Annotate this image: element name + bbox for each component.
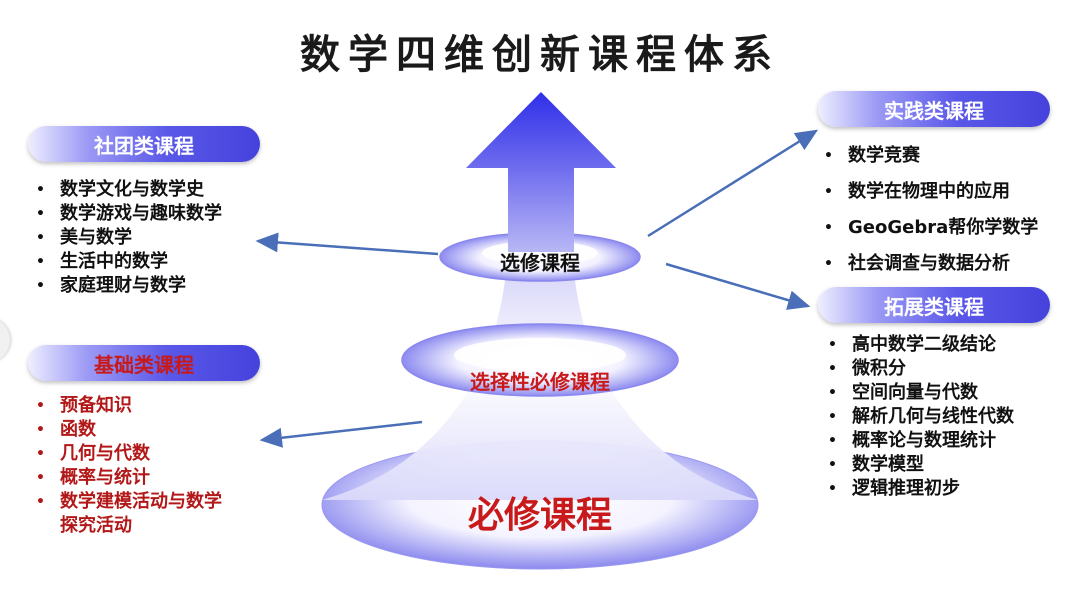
slide-side-handle[interactable] (0, 318, 10, 362)
foundation-courses-heading-text: 基础类课程 (94, 352, 194, 377)
stage-selective-required-label: 选择性必修课程 (470, 370, 610, 394)
list-item: 空间向量与代数 (824, 381, 1014, 405)
extension-courses-heading: 拓展类课程 (818, 287, 1050, 323)
practice-courses-list: 数学竞赛 数学在物理中的应用 GeoGebra帮你学数学 社会调查与数据分析 (820, 144, 1038, 288)
foundation-courses-heading: 基础类课程 (28, 345, 260, 381)
foundation-courses-list: 预备知识 函数 几何与代数 概率与统计 数学建模活动与数学 探究活动 (32, 394, 222, 538)
list-item: 生活中的数学 (32, 250, 222, 274)
list-item: 美与数学 (32, 226, 222, 250)
extension-courses-list: 高中数学二级结论 微积分 空间向量与代数 解析几何与线性代数 概率论与数理统计 … (824, 333, 1014, 501)
practice-courses-heading-text: 实践类课程 (884, 98, 984, 123)
stage-elective-label: 选修课程 (500, 251, 580, 275)
list-item: 数学模型 (824, 453, 1014, 477)
list-item-continuation: 探究活动 (60, 515, 132, 536)
connector-to-practice (647, 129, 819, 238)
stage-required-label: 必修课程 (467, 495, 612, 536)
up-arrow (466, 92, 616, 252)
list-item: 社会调查与数据分析 (820, 252, 1038, 276)
club-courses-heading-text: 社团类课程 (94, 133, 194, 158)
connector-to-club (255, 232, 439, 256)
list-item: 微积分 (824, 357, 1014, 381)
list-item: 数学文化与数学史 (32, 178, 222, 202)
list-item: 几何与代数 (32, 442, 222, 466)
list-item: 函数 (32, 418, 222, 442)
list-item: GeoGebra帮你学数学 (820, 216, 1038, 240)
middle-ring-hole (454, 338, 626, 372)
list-item: 数学建模活动与数学 (32, 490, 222, 514)
connector-to-extension (665, 262, 811, 310)
list-item: 家庭理财与数学 (32, 274, 222, 298)
list-item: 概率与统计 (32, 466, 222, 490)
list-item: 解析几何与线性代数 (824, 405, 1014, 429)
list-item: 高中数学二级结论 (824, 333, 1014, 357)
connector-to-foundation (259, 420, 423, 448)
list-item: 逻辑推理初步 (824, 477, 1014, 501)
list-item: 数学在物理中的应用 (820, 180, 1038, 204)
club-courses-heading: 社团类课程 (28, 126, 260, 162)
list-item: 预备知识 (32, 394, 222, 418)
list-item: 数学竞赛 (820, 144, 1038, 168)
extension-courses-heading-text: 拓展类课程 (884, 294, 984, 319)
list-item: 数学游戏与趣味数学 (32, 202, 222, 226)
list-item: 概率论与数理统计 (824, 429, 1014, 453)
practice-courses-heading: 实践类课程 (818, 91, 1050, 127)
diagram-title: 数学四维创新课程体系 (300, 31, 780, 78)
club-courses-list: 数学文化与数学史 数学游戏与趣味数学 美与数学 生活中的数学 家庭理财与数学 (32, 178, 222, 298)
